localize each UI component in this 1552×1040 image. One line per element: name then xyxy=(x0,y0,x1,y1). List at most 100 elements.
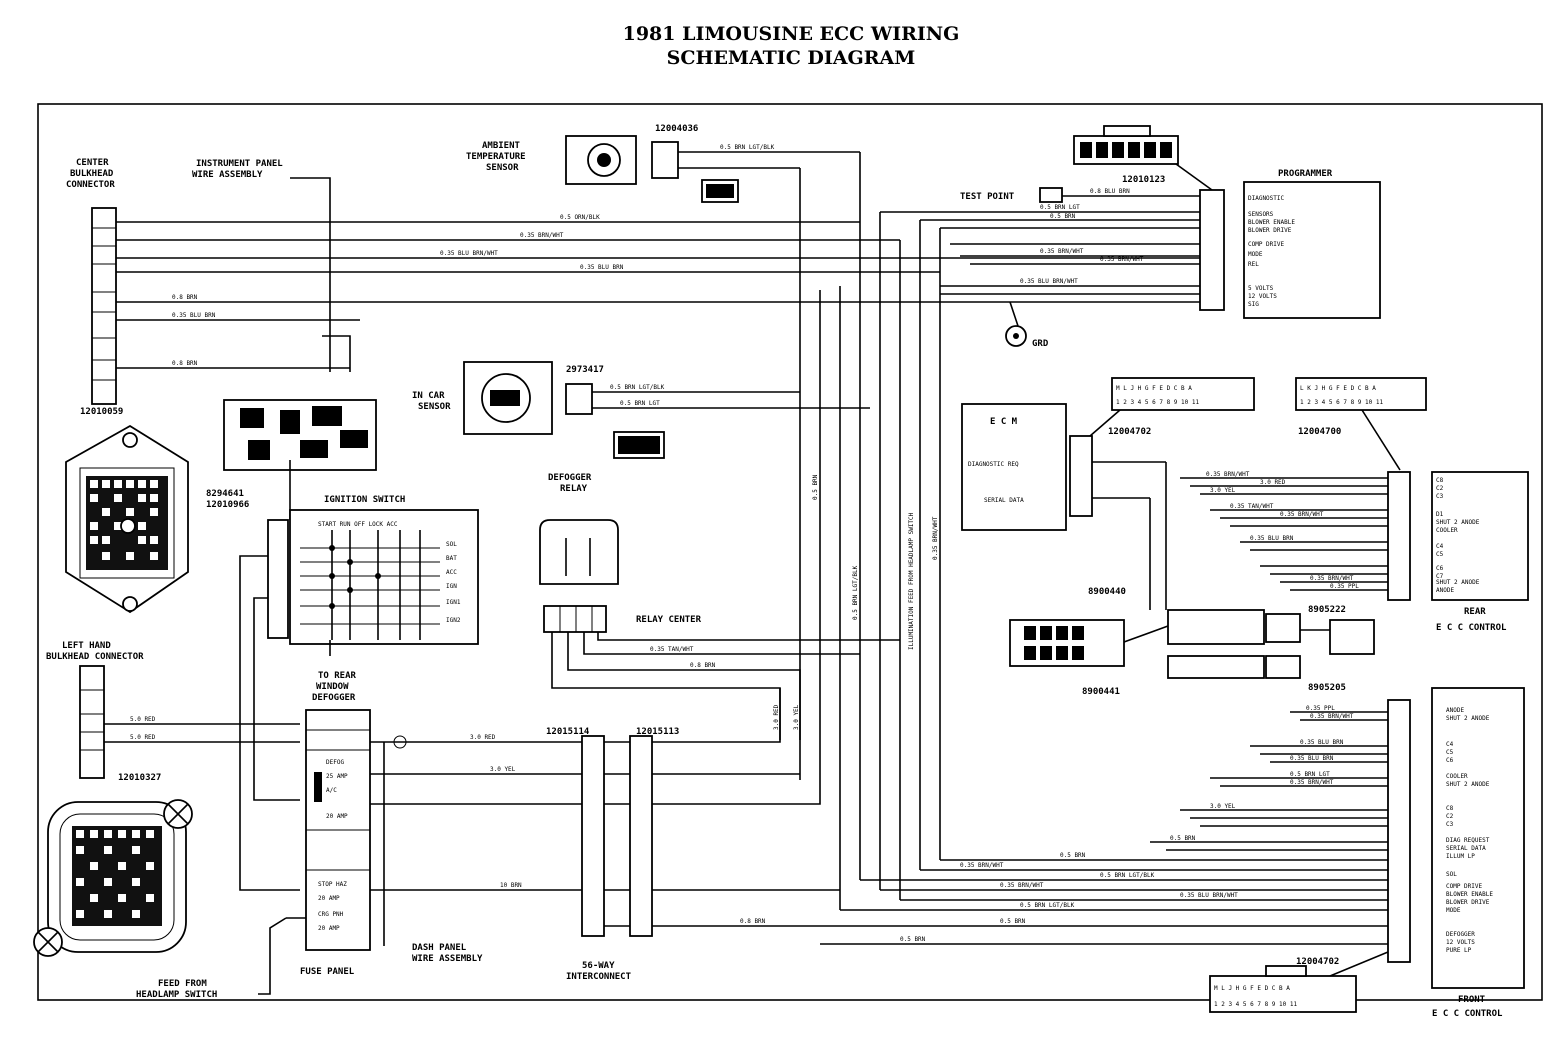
svg-text:PURE LP: PURE LP xyxy=(1446,947,1472,954)
front-ecc-control: ANODE SHUT 2 ANODE C4 C5 C6 COOLER SHUT … xyxy=(800,687,1525,1019)
svg-text:SOL: SOL xyxy=(1446,871,1457,878)
svg-text:0.35 BRN/WHT: 0.35 BRN/WHT xyxy=(1310,575,1354,582)
svg-text:BULKHEAD: BULKHEAD xyxy=(70,169,114,179)
svg-text:0.5 BRN LGT: 0.5 BRN LGT xyxy=(620,400,660,407)
svg-text:3.0 RED: 3.0 RED xyxy=(1260,479,1286,486)
svg-text:C7: C7 xyxy=(1436,573,1444,580)
left-bulkhead-connector: LEFT HAND BULKHEAD CONNECTOR 5.0 RED 5.0… xyxy=(33,641,300,957)
svg-text:10 BRN: 10 BRN xyxy=(500,882,522,889)
svg-text:C5: C5 xyxy=(1436,551,1444,558)
svg-text:ANODE: ANODE xyxy=(1436,587,1454,594)
svg-text:0.5 BRN LGT/BLK: 0.5 BRN LGT/BLK xyxy=(852,565,859,620)
svg-text:COMP DRIVE: COMP DRIVE xyxy=(1446,883,1483,890)
svg-text:WINDOW: WINDOW xyxy=(316,682,349,692)
svg-text:MODE: MODE xyxy=(1248,251,1263,258)
svg-text:0.35 BRN/WHT: 0.35 BRN/WHT xyxy=(1280,511,1324,518)
svg-text:C4: C4 xyxy=(1446,741,1454,748)
svg-text:DIAG REQUEST: DIAG REQUEST xyxy=(1446,837,1490,844)
svg-text:E C M: E C M xyxy=(990,417,1018,427)
svg-text:12 VOLTS: 12 VOLTS xyxy=(1248,293,1277,300)
svg-text:0.35 BRN/WHT: 0.35 BRN/WHT xyxy=(1290,779,1334,786)
svg-text:INTERCONNECT: INTERCONNECT xyxy=(566,972,632,982)
svg-text:0.35 TAN/WHT: 0.35 TAN/WHT xyxy=(650,646,694,653)
svg-text:3.0 RED: 3.0 RED xyxy=(470,734,496,741)
svg-text:8900440: 8900440 xyxy=(1088,587,1126,597)
svg-text:0.35 BRN/WHT: 0.35 BRN/WHT xyxy=(520,232,564,239)
svg-text:12015113: 12015113 xyxy=(636,727,679,737)
title-line-1: 1981 LIMOUSINE ECC WIRING xyxy=(622,23,960,45)
svg-text:20 AMP: 20 AMP xyxy=(318,925,340,932)
svg-text:5.0 RED: 5.0 RED xyxy=(130,734,156,741)
svg-text:IGN: IGN xyxy=(446,583,457,590)
rear-ecc-control: L K J H G F E D C B A 1 2 3 4 5 6 7 8 9 … xyxy=(1180,377,1529,633)
svg-text:12 VOLTS: 12 VOLTS xyxy=(1446,939,1475,946)
svg-text:8294641: 8294641 xyxy=(206,489,244,499)
svg-text:CENTER: CENTER xyxy=(76,158,109,168)
svg-text:M L J H G F E D C B A: M L J H G F E D C B A xyxy=(1116,385,1192,392)
svg-text:IGNITION SWITCH: IGNITION SWITCH xyxy=(324,495,405,505)
title-line-2: SCHEMATIC DIAGRAM xyxy=(666,47,916,69)
svg-text:8905205: 8905205 xyxy=(1308,683,1346,693)
diagram-frame xyxy=(37,103,1543,1001)
svg-text:FUSE PANEL: FUSE PANEL xyxy=(300,967,355,977)
svg-text:BAT: BAT xyxy=(446,555,457,562)
svg-text:CRG PNH: CRG PNH xyxy=(318,911,344,918)
svg-text:0.5 BRN: 0.5 BRN xyxy=(1170,835,1196,842)
svg-text:ILLUMINATION FEED FROM HEADLAM: ILLUMINATION FEED FROM HEADLAMP SWITCH xyxy=(908,512,915,650)
svg-text:FEED FROM: FEED FROM xyxy=(158,979,207,989)
svg-text:3.0 YEL: 3.0 YEL xyxy=(490,766,516,773)
svg-text:56-WAY: 56-WAY xyxy=(582,961,615,971)
svg-text:0.35 BLU BRN: 0.35 BLU BRN xyxy=(1290,755,1334,762)
svg-text:0.35 BLU BRN: 0.35 BLU BRN xyxy=(172,312,216,319)
svg-text:0.8 BRN: 0.8 BRN xyxy=(740,918,766,925)
fuse-panel: TO REAR WINDOW DEFOGGER DEFOG 25 AMP A/C… xyxy=(136,671,582,1000)
svg-text:TO REAR: TO REAR xyxy=(318,671,357,681)
svg-text:M L J H G F E D C B A: M L J H G F E D C B A xyxy=(1214,985,1290,992)
svg-text:DEFOGGER: DEFOGGER xyxy=(1446,931,1475,938)
svg-text:0.35 BLU BRN/WHT: 0.35 BLU BRN/WHT xyxy=(1180,892,1238,899)
svg-text:0.35 PPL: 0.35 PPL xyxy=(1306,705,1335,712)
svg-text:0.35 BRN/WHT: 0.35 BRN/WHT xyxy=(1100,256,1144,263)
svg-text:SENSORS: SENSORS xyxy=(1248,211,1274,218)
svg-text:BULKHEAD CONNECTOR: BULKHEAD CONNECTOR xyxy=(46,652,144,662)
svg-text:SHUT 2 ANODE: SHUT 2 ANODE xyxy=(1446,715,1490,722)
svg-text:FRONT: FRONT xyxy=(1458,995,1486,1005)
svg-text:GRD: GRD xyxy=(1032,339,1049,349)
ignition-switch: IGNITION SWITCH START RUN OFF LOCK ACC S… xyxy=(239,495,479,891)
svg-text:0.5 BRN: 0.5 BRN xyxy=(1000,918,1026,925)
svg-text:0.5 BRN: 0.5 BRN xyxy=(1060,852,1086,859)
svg-text:3.0 RED: 3.0 RED xyxy=(773,704,780,730)
svg-text:0.5 BRN LGT: 0.5 BRN LGT xyxy=(1290,771,1330,778)
svg-text:SHUT 2 ANODE: SHUT 2 ANODE xyxy=(1446,781,1490,788)
svg-text:A/C: A/C xyxy=(326,787,337,794)
svg-text:LEFT HAND: LEFT HAND xyxy=(62,641,111,651)
svg-text:PROGRAMMER: PROGRAMMER xyxy=(1278,169,1333,179)
svg-text:20 AMP: 20 AMP xyxy=(326,813,348,820)
svg-text:12010123: 12010123 xyxy=(1122,175,1165,185)
svg-text:C2: C2 xyxy=(1436,485,1444,492)
relay-cluster: 8294641 12010966 xyxy=(206,399,377,520)
svg-text:WIRE ASSEMBLY: WIRE ASSEMBLY xyxy=(412,954,483,964)
svg-text:DEFOG: DEFOG xyxy=(326,759,344,766)
svg-text:ANODE: ANODE xyxy=(1446,707,1464,714)
svg-text:5.0 RED: 5.0 RED xyxy=(130,716,156,723)
svg-text:12010327: 12010327 xyxy=(118,773,161,783)
svg-text:DIAGNOSTIC: DIAGNOSTIC xyxy=(1248,195,1285,202)
svg-text:SOL: SOL xyxy=(446,541,457,548)
svg-text:0.35 BLU BRN/WHT: 0.35 BLU BRN/WHT xyxy=(1020,278,1078,285)
svg-text:0.5 BRN LGT/BLK: 0.5 BRN LGT/BLK xyxy=(1020,902,1075,909)
svg-text:0.5 BRN LGT: 0.5 BRN LGT xyxy=(1040,204,1080,211)
svg-text:BLOWER DRIVE: BLOWER DRIVE xyxy=(1446,899,1490,906)
svg-text:0.35 PPL: 0.35 PPL xyxy=(1330,583,1359,590)
svg-text:ILLUM LP: ILLUM LP xyxy=(1446,853,1475,860)
programmer-block: 12010123 TEST POINT 0.8 BLU BRN PROGRAMM… xyxy=(880,125,1381,349)
svg-text:SERIAL DATA: SERIAL DATA xyxy=(1446,845,1486,852)
svg-text:MODE: MODE xyxy=(1446,907,1461,914)
svg-text:C3: C3 xyxy=(1446,821,1454,828)
svg-text:DASH PANEL: DASH PANEL xyxy=(412,943,467,953)
svg-text:COOLER: COOLER xyxy=(1436,527,1458,534)
svg-text:IN CAR: IN CAR xyxy=(412,391,445,401)
svg-text:12004702: 12004702 xyxy=(1296,957,1339,967)
svg-text:3.0 YEL: 3.0 YEL xyxy=(1210,803,1236,810)
svg-text:BLOWER DRIVE: BLOWER DRIVE xyxy=(1248,227,1292,234)
